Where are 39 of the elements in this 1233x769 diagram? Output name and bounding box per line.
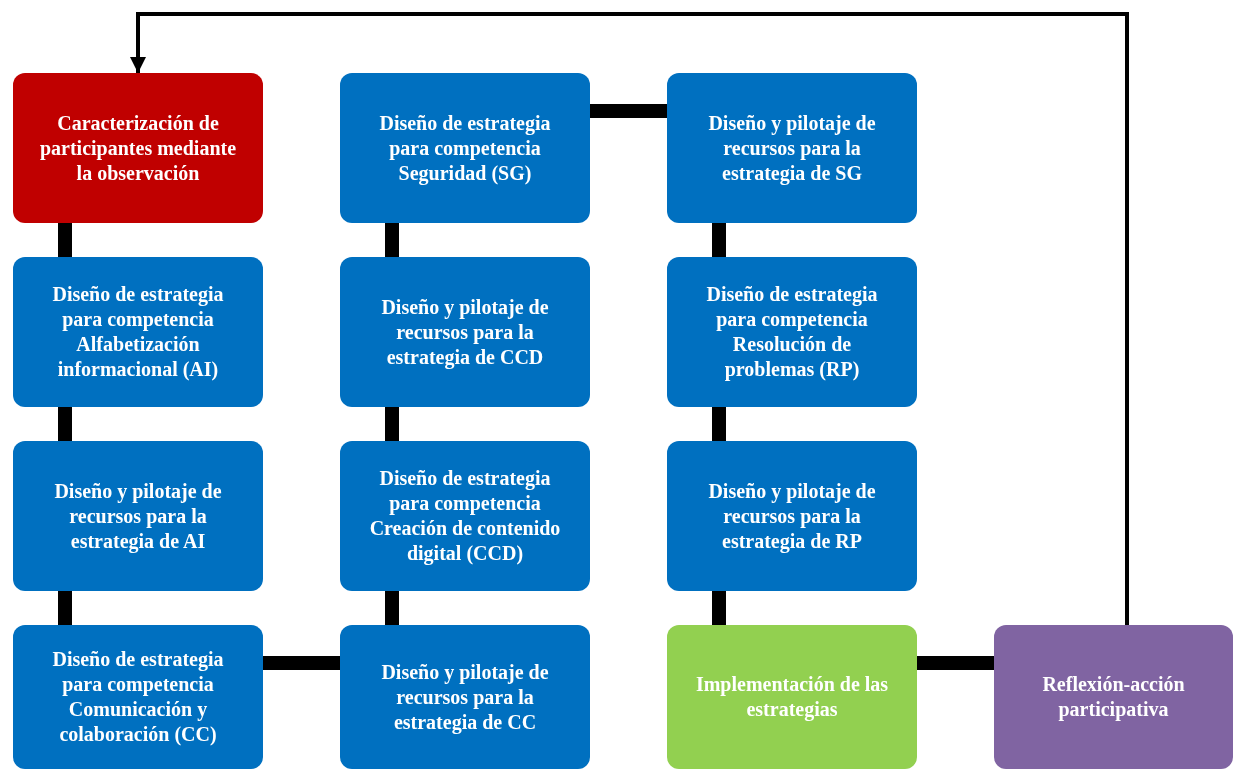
process-box bbox=[340, 441, 590, 591]
connector-bar bbox=[58, 591, 72, 625]
box-text: Reflexión-acción participativa bbox=[1041, 672, 1186, 722]
connector-bar bbox=[712, 407, 726, 441]
process-box bbox=[667, 625, 917, 769]
process-box bbox=[667, 257, 917, 407]
connector-bar bbox=[590, 104, 667, 118]
box-text: Diseño y pilotaje de recursos para la estrategia de RP bbox=[707, 478, 877, 554]
process-box bbox=[340, 73, 590, 223]
connector-bar bbox=[385, 407, 399, 441]
process-box bbox=[667, 441, 917, 591]
process-box bbox=[667, 73, 917, 223]
connector-bar bbox=[263, 656, 340, 670]
box-text: Diseño de estrategia para competencia Alfabetización informacional (AI) bbox=[51, 282, 225, 382]
process-box bbox=[13, 625, 263, 769]
connector-bar bbox=[712, 591, 726, 625]
box-text: Diseño y pilotaje de recursos para la estrategia de CCD bbox=[380, 294, 550, 370]
connector-bar bbox=[385, 591, 399, 625]
box-text: Diseño de estrategia para competencia Resolución de problemas (RP) bbox=[705, 282, 879, 382]
connector-bar bbox=[712, 223, 726, 257]
box-text: Diseño y pilotaje de recursos para la estrategia de AI bbox=[53, 478, 223, 554]
process-box bbox=[340, 625, 590, 769]
connector-bar bbox=[917, 656, 994, 670]
process-box bbox=[340, 257, 590, 407]
connector-bar bbox=[58, 223, 72, 257]
box-text: Diseño de estrategia para competencia Seguridad (SG) bbox=[378, 110, 552, 186]
box-text: Diseño y pilotaje de recursos para la estrategia de SG bbox=[707, 110, 877, 186]
process-box bbox=[994, 625, 1233, 769]
box-text: Caracterización de participantes mediante la observación bbox=[38, 110, 238, 186]
process-box bbox=[13, 257, 263, 407]
connector-bar bbox=[58, 407, 72, 441]
box-text: Diseño y pilotaje de recursos para la estrategia de CC bbox=[380, 659, 550, 735]
process-box bbox=[13, 441, 263, 591]
box-text: Diseño de estrategia para competencia Creación de contenido digital (CCD) bbox=[368, 466, 562, 566]
box-text: Diseño de estrategia para competencia Comunicación y colaboración (CC) bbox=[51, 647, 225, 747]
arrow bbox=[130, 12, 1129, 625]
connector-bar bbox=[385, 223, 399, 257]
process-box bbox=[13, 73, 263, 223]
box-text: Implementación de las estrategias bbox=[694, 672, 890, 722]
